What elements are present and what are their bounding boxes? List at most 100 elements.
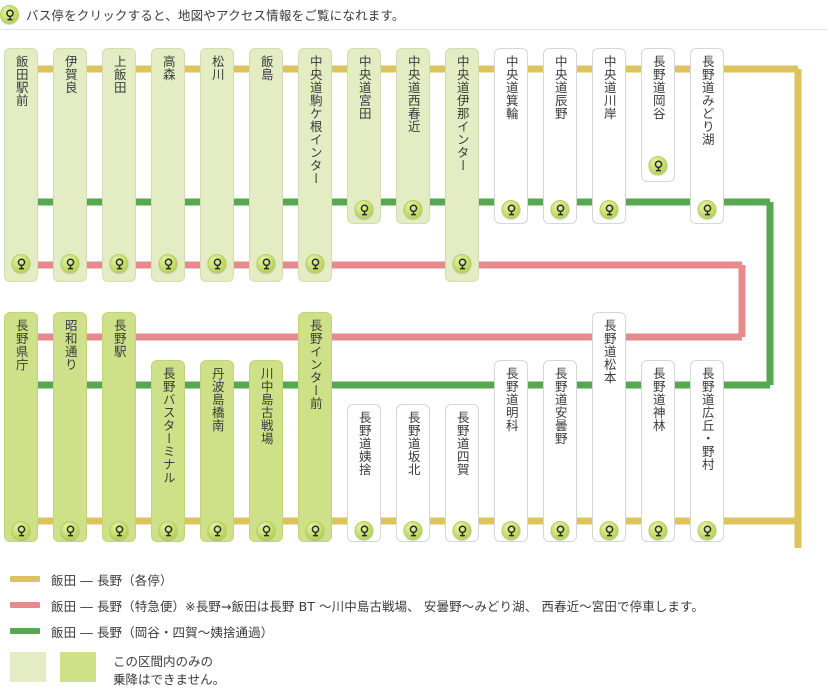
station-label: 飯島 <box>258 55 274 81</box>
bus-stop-pin-icon[interactable] <box>648 521 668 540</box>
legend-label: 飯田 ― 長野（岡谷・四賀〜姨捨通過） <box>51 624 274 640</box>
station-column[interactable]: 川中島古戦場 <box>249 360 283 542</box>
station-column[interactable]: 長野道広丘・野村 <box>690 360 724 542</box>
bus-stop-pin-icon[interactable] <box>305 521 325 540</box>
station-column[interactable]: 飯島 <box>249 48 283 282</box>
station-label: 長野道神林 <box>650 367 666 432</box>
bus-stop-pin-icon <box>0 5 19 24</box>
bus-stop-pin-icon[interactable] <box>354 200 374 219</box>
bus-stop-pin-icon[interactable] <box>550 521 570 540</box>
bus-stop-pin-icon[interactable] <box>550 200 570 219</box>
station-label: 長野道広丘・野村 <box>699 367 715 471</box>
legend-express: 飯田 ― 長野（特急便）※長野→飯田は長野 BT 〜川中島古戦場、 安曇野〜みど… <box>0 592 828 618</box>
station-column[interactable]: 長野県庁 <box>4 312 38 542</box>
station-label: 高森 <box>160 55 176 81</box>
station-label: 中央道駒ケ根インター <box>307 55 323 185</box>
station-column[interactable]: 中央道西春近 <box>396 48 430 224</box>
bus-stop-pin-icon[interactable] <box>109 521 129 540</box>
bus-stop-pin-icon[interactable] <box>11 521 31 540</box>
bus-stop-pin-icon[interactable] <box>354 521 374 540</box>
station-label: 中央道西春近 <box>405 55 421 133</box>
bus-stop-pin-icon[interactable] <box>11 254 31 273</box>
station-column[interactable]: 長野バスターミナル <box>151 360 185 542</box>
station-label: 長野道松本 <box>601 319 617 384</box>
station-label: 長野バスターミナル <box>160 367 176 484</box>
bus-stop-pin-icon[interactable] <box>256 521 276 540</box>
station-column[interactable]: 中央道川岸 <box>592 48 626 224</box>
station-column[interactable]: 長野インター前 <box>298 312 332 542</box>
station-label: 中央道宮田 <box>356 55 372 120</box>
station-column[interactable]: 上飯田 <box>102 48 136 282</box>
station-column[interactable]: 長野道松本 <box>592 312 626 542</box>
station-label: 中央道川岸 <box>601 55 617 120</box>
legend-label: 飯田 ― 長野（各停） <box>51 572 173 588</box>
station-column[interactable]: 長野駅 <box>102 312 136 542</box>
bus-stop-pin-icon[interactable] <box>109 254 129 273</box>
station-column[interactable]: 中央道辰野 <box>543 48 577 224</box>
bus-stop-pin-icon[interactable] <box>403 200 423 219</box>
bus-stop-pin-icon[interactable] <box>452 521 472 540</box>
station-label: 長野道安曇野 <box>552 367 568 445</box>
bus-stop-pin-icon[interactable] <box>403 521 423 540</box>
header-instruction: バス停をクリックすると、地図やアクセス情報をご覧になれます。 <box>26 8 405 23</box>
station-column[interactable]: 長野道姨捨 <box>347 404 381 542</box>
station-column[interactable]: 伊賀良 <box>53 48 87 282</box>
station-column[interactable]: 飯田駅前 <box>4 48 38 282</box>
station-column[interactable]: 長野道安曇野 <box>543 360 577 542</box>
bus-stop-pin-icon[interactable] <box>207 254 227 273</box>
station-label: 松川 <box>209 55 225 81</box>
bus-stop-pin-icon[interactable] <box>256 254 276 273</box>
bus-stop-pin-icon[interactable] <box>697 200 717 219</box>
station-label: 上飯田 <box>111 55 127 94</box>
bus-stop-pin-icon[interactable] <box>599 521 619 540</box>
station-column[interactable]: 高森 <box>151 48 185 282</box>
fare-zone-note: この区間内のみの 乗降はできません。 <box>0 652 828 689</box>
diagram-header: バス停をクリックすると、地図やアクセス情報をご覧になれます。 <box>0 0 828 30</box>
station-column[interactable]: 中央道箕輪 <box>494 48 528 224</box>
bus-stop-pin-icon[interactable] <box>648 156 668 175</box>
station-label: 長野道四賀 <box>454 411 470 476</box>
station-label: 丹波島橋南 <box>209 367 225 432</box>
legend-color-swatch <box>10 602 40 608</box>
station-column[interactable]: 中央道宮田 <box>347 48 381 224</box>
station-column[interactable]: 長野道神林 <box>641 360 675 542</box>
bus-stop-pin-icon[interactable] <box>501 200 521 219</box>
station-label: 中央道辰野 <box>552 55 568 120</box>
station-label: 長野道明科 <box>503 367 519 432</box>
note-text: この区間内のみの 乗降はできません。 <box>113 654 226 688</box>
station-label: 長野インター前 <box>307 319 323 410</box>
legend-color-swatch <box>10 576 40 582</box>
bus-stop-pin-icon[interactable] <box>60 521 80 540</box>
station-label: 中央道伊那インター <box>454 55 470 172</box>
station-label: 長野道坂北 <box>405 411 421 476</box>
bus-stop-pin-icon[interactable] <box>158 521 178 540</box>
station-column[interactable]: 長野道坂北 <box>396 404 430 542</box>
bus-stop-pin-icon[interactable] <box>452 254 472 273</box>
station-column[interactable]: 丹波島橋南 <box>200 360 234 542</box>
bus-stop-pin-icon[interactable] <box>501 521 521 540</box>
station-label: 長野道みどり湖 <box>699 55 715 146</box>
bus-stop-pin-icon[interactable] <box>599 200 619 219</box>
station-label: 長野道岡谷 <box>650 55 666 120</box>
bus-stop-pin-icon[interactable] <box>207 521 227 540</box>
bus-stop-pin-icon[interactable] <box>60 254 80 273</box>
legend: 飯田 ― 長野（各停） 飯田 ― 長野（特急便）※長野→飯田は長野 BT 〜川中島… <box>0 566 828 644</box>
station-column[interactable]: 長野道岡谷 <box>641 48 675 182</box>
station-column[interactable]: 長野道四賀 <box>445 404 479 542</box>
station-column[interactable]: 長野道みどり湖 <box>690 48 724 224</box>
station-label: 飯田駅前 <box>13 55 29 107</box>
bus-stop-pin-icon[interactable] <box>305 254 325 273</box>
bus-stop-pin-icon[interactable] <box>697 521 717 540</box>
station-column[interactable]: 中央道駒ケ根インター <box>298 48 332 282</box>
station-column[interactable]: 松川 <box>200 48 234 282</box>
bus-stop-pin-icon[interactable] <box>158 254 178 273</box>
note-swatch-strong <box>60 652 96 682</box>
station-label: 長野県庁 <box>13 319 29 371</box>
station-column[interactable]: 昭和通り <box>53 312 87 542</box>
station-label: 伊賀良 <box>62 55 78 94</box>
station-column[interactable]: 長野道明科 <box>494 360 528 542</box>
station-column[interactable]: 中央道伊那インター <box>445 48 479 282</box>
note-swatch-pale <box>10 652 46 682</box>
station-label: 昭和通り <box>62 319 78 371</box>
